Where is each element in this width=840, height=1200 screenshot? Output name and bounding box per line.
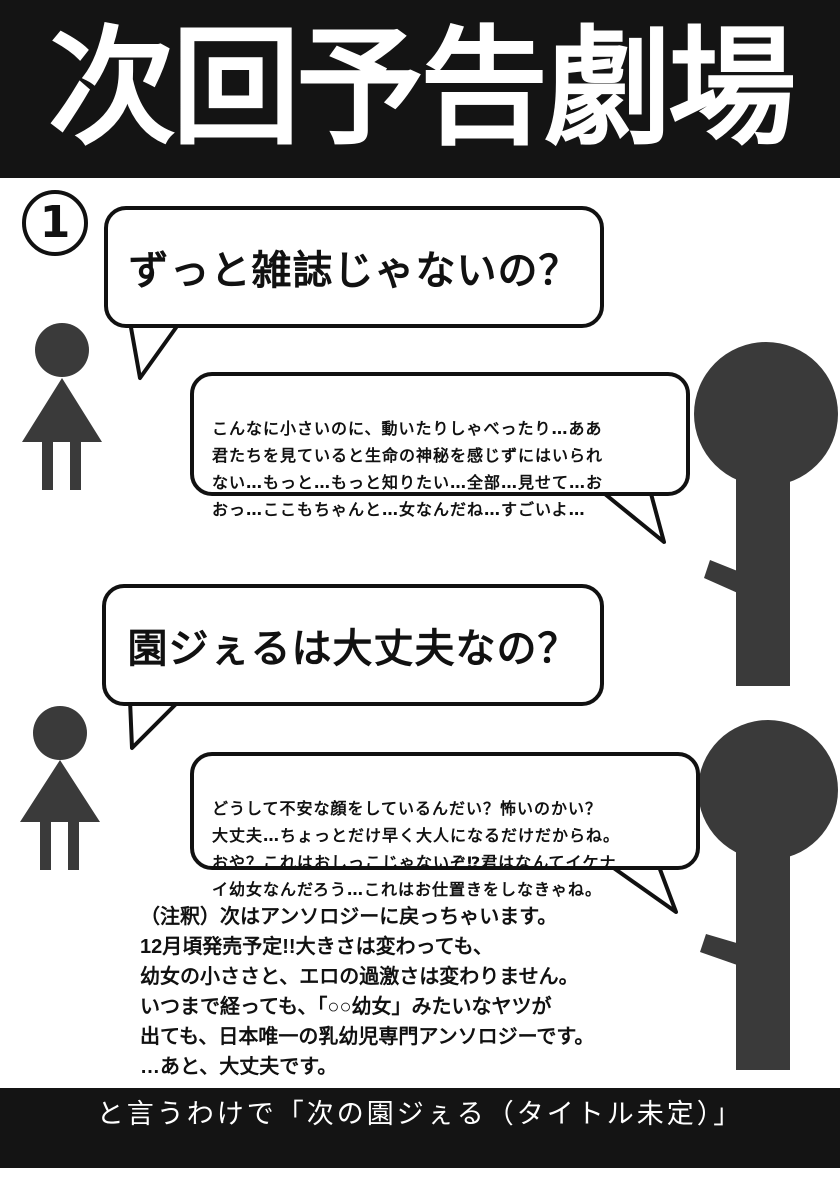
footer-caption: と言うわけで「次の園ジぇる（タイトル未定）」 <box>96 1099 744 1130</box>
small-figure-icon <box>20 706 100 870</box>
speech-bubble-answer-1: こんなに小さいのに、動いたりしゃべったり…ああ 君たちを見ていると生命の神秘を感… <box>190 372 690 519</box>
speech-bubble-question-1: ずっと雑誌じゃないの？ <box>104 206 604 328</box>
bubble-tail <box>598 488 666 544</box>
episode-number-badge: 1 <box>22 190 88 256</box>
bubble-tail <box>128 320 182 380</box>
speech-bubble-answer-2: どうして不安な顔をしているんだい？怖いのかい？ 大丈夫…ちょっとだけ早く大人にな… <box>190 752 700 899</box>
tall-figure-icon <box>694 342 838 686</box>
speech-bubble-question-2: 園ジぇるは大丈夫なの？ <box>102 584 604 706</box>
speech-text: ずっと雑誌じゃないの？ <box>128 248 580 294</box>
speech-text: 園ジぇるは大丈夫なの？ <box>127 626 579 672</box>
speech-text: どうして不安な顔をしているんだい？怖いのかい？ 大丈夫…ちょっとだけ早く大人にな… <box>212 799 621 899</box>
page-title: 次回予告劇場 <box>47 14 796 163</box>
footer-band <box>0 1088 840 1168</box>
small-figure-icon <box>22 323 102 490</box>
speech-text: こんなに小さいのに、動いたりしゃべったり…ああ 君たちを見ていると生命の神秘を感… <box>212 419 604 519</box>
bubble-tail <box>128 698 182 750</box>
header-band <box>0 0 840 178</box>
tall-figure-icon <box>698 720 838 1070</box>
annotation-note: （注釈）次はアンソロジーに戻っちゃいます。 12月頃発売予定!!大きさは変わって… <box>140 906 595 1078</box>
